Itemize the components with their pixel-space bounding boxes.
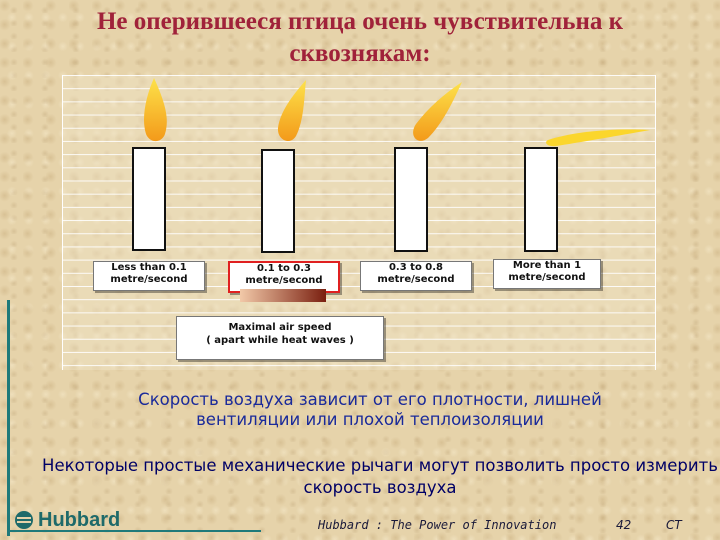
candle-label-3: 0.3 to 0.8 metre/second: [360, 261, 472, 291]
maximal-air-speed-line1: Maximal air speed: [228, 322, 332, 333]
candle-label-1-line1: Less than 0.1: [111, 262, 187, 273]
left-rule-line: [7, 300, 10, 536]
air-speed-note: Скорость воздуха зависит от его плотност…: [138, 390, 602, 429]
candle-label-4-line2: metre/second: [508, 272, 586, 283]
flame-4: [546, 129, 650, 147]
hubbard-logo: Hubbard: [14, 508, 144, 534]
footer-slogan: Hubbard : The Power of Innovation: [318, 518, 557, 532]
bottom-rule-line: [7, 530, 261, 532]
candle-1: [132, 147, 166, 251]
measurement-note: Некоторые простые механические рычаги мо…: [42, 456, 718, 497]
slide-title: Не оперившееся птица очень чувствительна…: [96, 8, 624, 67]
candle-label-2: 0.1 to 0.3 metre/second: [228, 261, 340, 293]
maximal-air-speed-box: Maximal air speed ( apart while heat wav…: [176, 316, 384, 360]
flame-2: [277, 80, 306, 142]
hubbard-logo-icon: [15, 511, 33, 529]
flame-3: [413, 82, 462, 141]
author-initials: CT: [666, 518, 682, 532]
candle-label-3-line1: 0.3 to 0.8: [388, 262, 444, 273]
candle-3: [394, 147, 428, 252]
candle-label-1: Less than 0.1 metre/second: [93, 261, 205, 291]
candle-label-2-line2: metre/second: [245, 275, 323, 286]
page-number: 42: [616, 518, 632, 532]
candle-label-4-line1: More than 1: [512, 260, 582, 271]
candle-4: [524, 147, 558, 252]
candle-2: [261, 149, 295, 253]
candle-label-3-line2: metre/second: [377, 274, 455, 285]
flame-1: [143, 78, 167, 142]
maximal-air-speed-line2: ( apart while heat waves ): [206, 335, 354, 346]
candle-label-1-line2: metre/second: [110, 274, 188, 285]
candle-label-4: More than 1 metre/second: [493, 259, 601, 289]
candle-label-2-line1: 0.1 to 0.3: [256, 263, 312, 274]
speed-arrow: [240, 289, 326, 302]
hubbard-logo-text: Hubbard: [38, 509, 121, 531]
